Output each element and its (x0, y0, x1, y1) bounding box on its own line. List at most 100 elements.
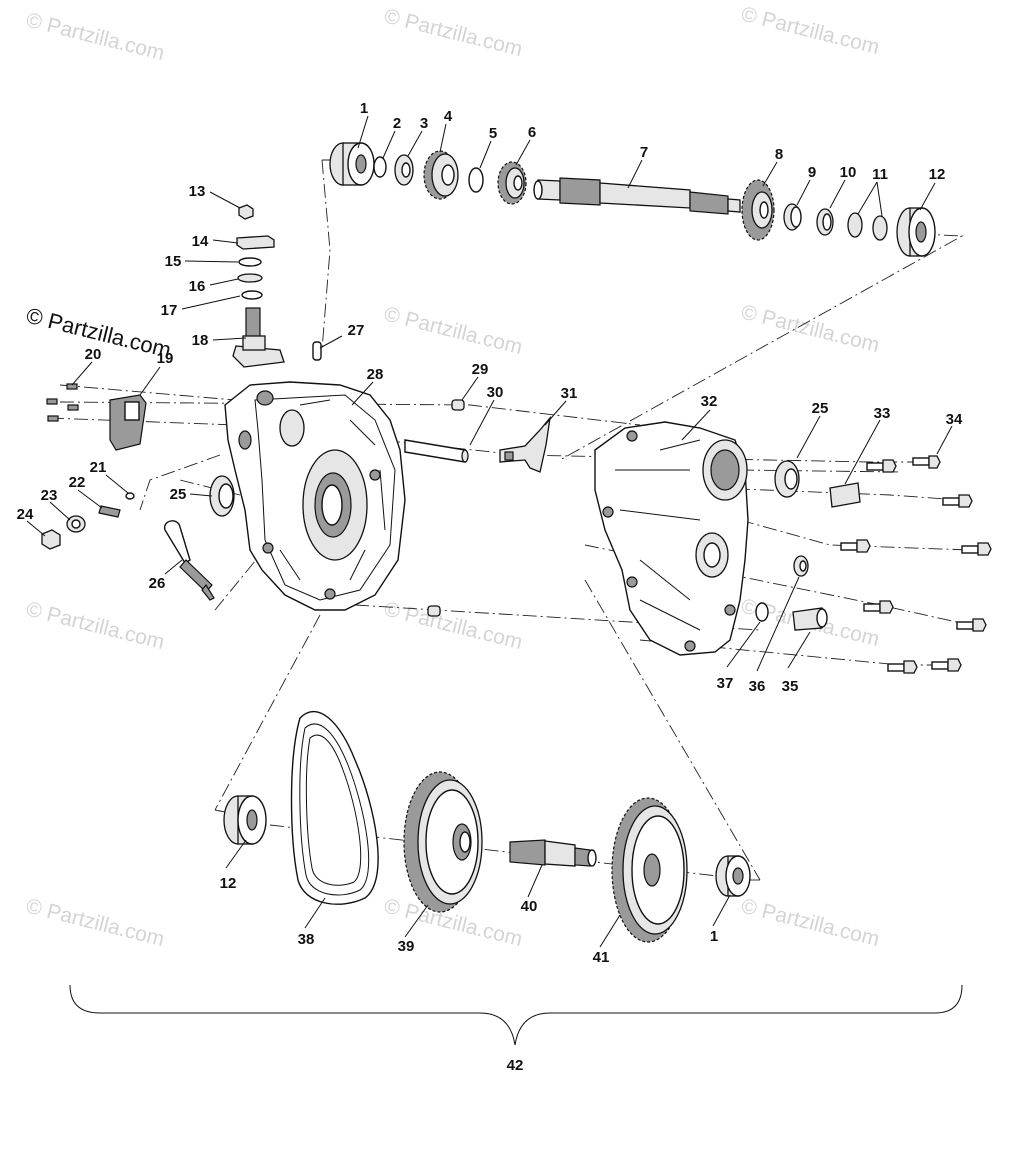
left-small-parts (41, 383, 235, 601)
callout-10: 10 (840, 164, 857, 181)
washer-3 (394, 154, 414, 186)
washer-36 (793, 555, 809, 577)
callout-25-left: 25 (170, 486, 187, 503)
callout-labels: 1 2 3 4 5 6 7 8 9 10 11 12 13 14 15 16 1… (17, 100, 963, 1074)
callout-1: 1 (360, 100, 368, 117)
ring-11a (847, 212, 863, 238)
callout-25-right: 25 (812, 400, 829, 417)
snap-ring-2 (373, 156, 387, 178)
washer-17 (241, 290, 263, 300)
nut-13 (238, 204, 254, 220)
callout-24: 24 (17, 506, 34, 523)
watermark: © Partzilla.com (739, 895, 882, 952)
callout-38: 38 (298, 931, 315, 948)
washer-5 (468, 167, 484, 193)
ring-37 (755, 602, 769, 622)
callout-15: 15 (165, 253, 182, 270)
callout-22: 22 (69, 474, 86, 491)
sensor-26 (164, 520, 215, 601)
callout-42: 42 (507, 1057, 524, 1074)
pin-27 (312, 341, 322, 361)
washer-16 (237, 273, 263, 283)
callout-28: 28 (367, 366, 384, 383)
callout-17: 17 (161, 302, 178, 319)
callout-12-lower: 12 (220, 875, 237, 892)
plug-24 (41, 529, 61, 550)
callout-6: 6 (528, 124, 536, 141)
middle-small-parts (404, 399, 551, 617)
callout-18: 18 (192, 332, 209, 349)
screws-20 (46, 383, 79, 422)
callout-21: 21 (90, 459, 107, 476)
bearing-12-lower (223, 795, 267, 845)
callout-14: 14 (192, 233, 209, 250)
callout-5: 5 (489, 125, 497, 142)
callout-7: 7 (640, 144, 648, 161)
callout-11: 11 (872, 166, 888, 183)
bearing-12-top (896, 207, 936, 257)
watermark: © Partzilla.com (24, 895, 167, 952)
callout-40: 40 (521, 898, 538, 915)
lever-14 (236, 235, 275, 250)
callout-2: 2 (393, 115, 401, 132)
washer-9 (783, 203, 802, 231)
bolts-34 (840, 455, 992, 674)
callout-9: 9 (808, 164, 816, 181)
assembly-brace-42 (69, 984, 963, 1046)
callout-32: 32 (701, 393, 718, 410)
ball-21 (125, 492, 135, 500)
callout-16: 16 (189, 278, 206, 295)
gear-41 (611, 797, 688, 943)
dowel-lower (427, 605, 441, 617)
gear-6 (497, 161, 527, 205)
shaft-30 (404, 439, 469, 463)
leader-lines (26, 115, 953, 948)
callout-39: 39 (398, 938, 415, 955)
watermark: © Partzilla.com (382, 598, 525, 655)
watermark: © Partzilla.com (24, 598, 167, 655)
washer-23 (66, 515, 86, 533)
callout-13: 13 (189, 183, 206, 200)
seal-25-right (774, 460, 800, 498)
callout-20: 20 (85, 346, 102, 363)
callout-35: 35 (782, 678, 799, 695)
right-case-32 (594, 421, 749, 656)
callout-26: 26 (149, 575, 166, 592)
callout-4: 4 (444, 108, 453, 125)
watermark: © Partzilla.com (382, 5, 525, 62)
callout-34: 34 (946, 411, 963, 428)
gear-4 (423, 150, 459, 200)
ring-11b (872, 215, 888, 241)
shaft-40 (509, 839, 597, 867)
label-33 (829, 482, 861, 508)
right-small-parts (755, 455, 992, 674)
dowel-29 (451, 399, 465, 411)
shift-stack (232, 204, 322, 368)
callout-41: 41 (593, 949, 610, 966)
gear-39 (403, 771, 483, 913)
lower-drive-assembly (223, 711, 751, 943)
left-case-28 (224, 381, 406, 611)
watermark: © Partzilla.com (739, 3, 882, 60)
watermark: © Partzilla.com (24, 9, 167, 66)
callout-19: 19 (157, 350, 174, 367)
callout-1-lower: 1 (710, 928, 718, 945)
washer-15 (238, 257, 262, 267)
shift-shaft-18 (232, 307, 285, 368)
callout-36: 36 (749, 678, 766, 695)
callout-12: 12 (929, 166, 946, 183)
sensor-19 (109, 394, 147, 451)
callout-3: 3 (420, 115, 428, 132)
ring-10 (816, 208, 834, 236)
spring-22 (98, 505, 121, 518)
assembly-centerlines (49, 159, 971, 881)
bearing-1-top (329, 142, 375, 186)
callout-27: 27 (348, 322, 365, 339)
callout-37: 37 (717, 675, 734, 692)
fitting-35 (792, 607, 828, 631)
top-shaft-assembly (329, 142, 936, 257)
callout-23: 23 (41, 487, 58, 504)
bearing-1-lower (715, 855, 751, 897)
